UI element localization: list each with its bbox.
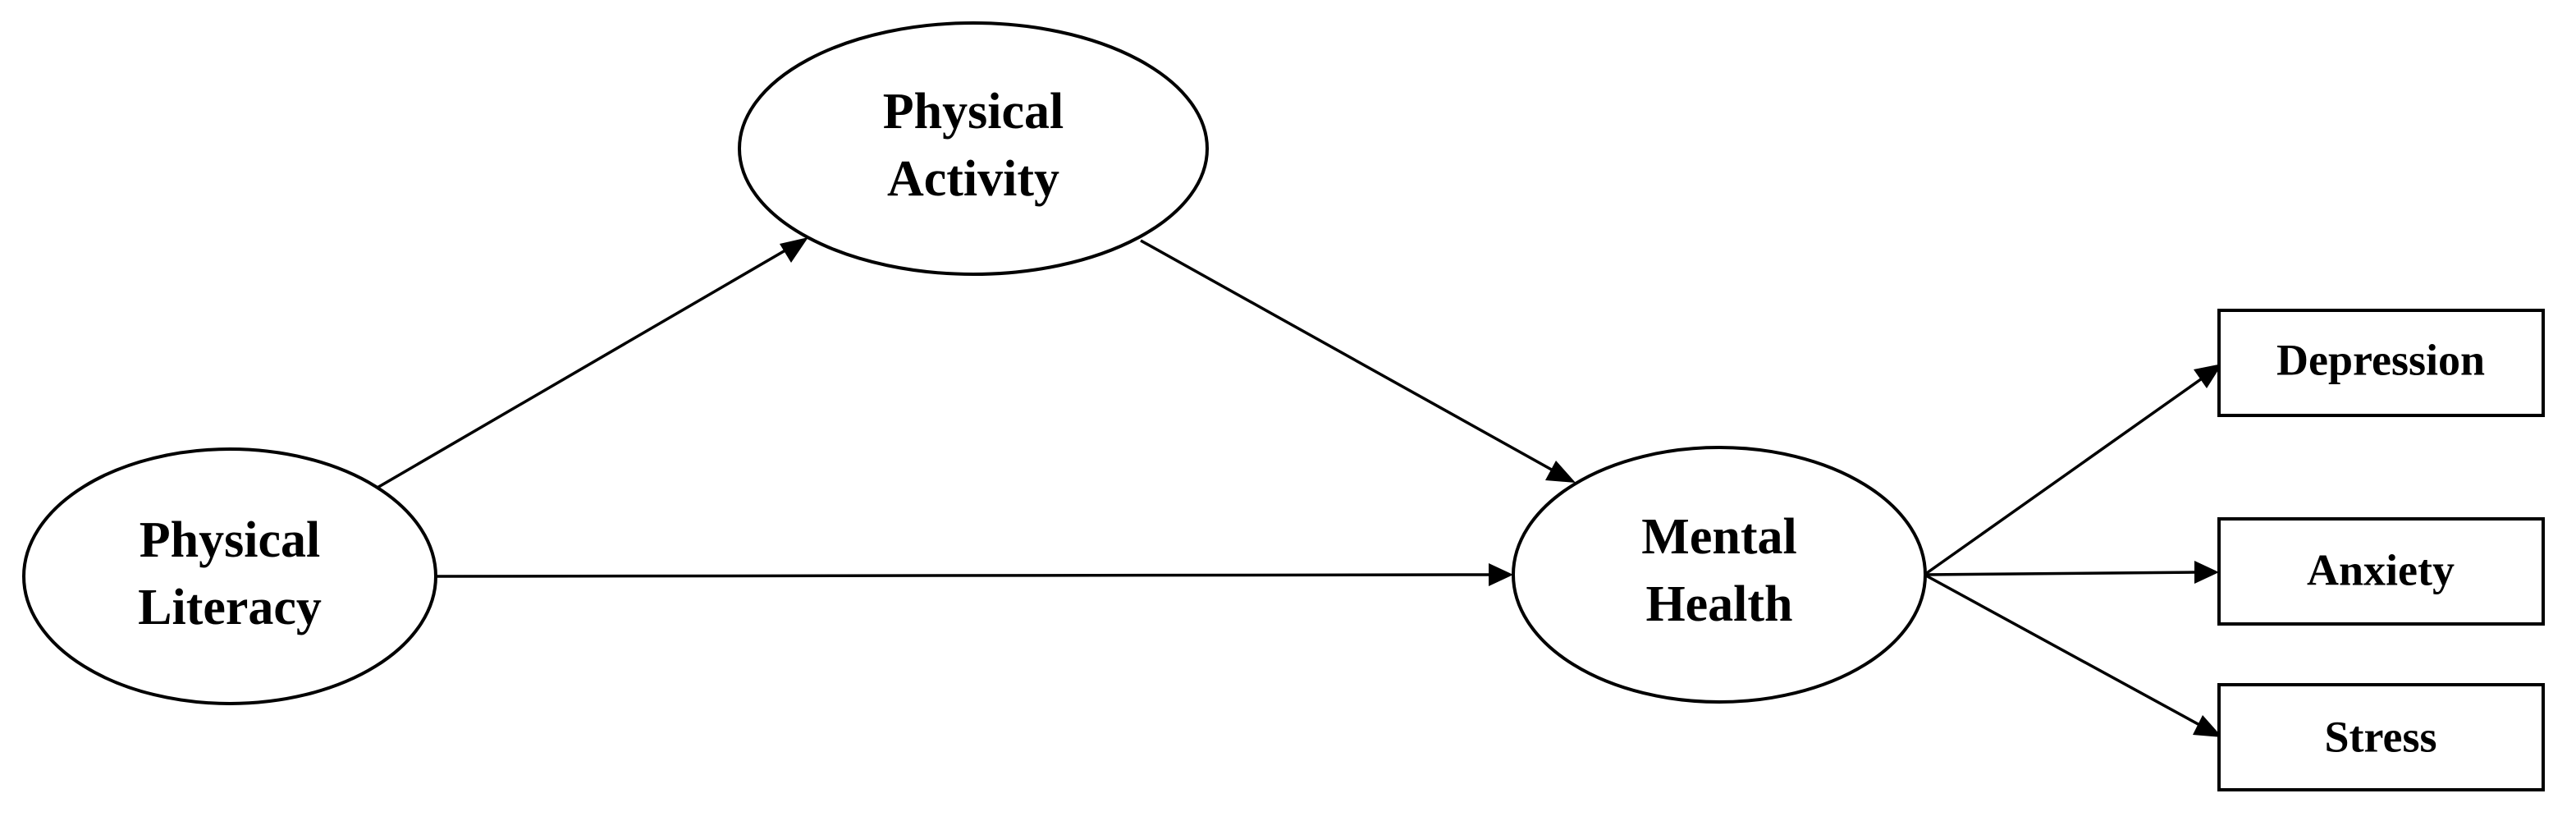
- edge-literacy-to-mental: [436, 573, 1493, 578]
- physical-literacy-label-line2: Literacy: [138, 580, 322, 635]
- anxiety-label: Anxiety: [2307, 545, 2455, 594]
- physical-activity-ellipse: [738, 21, 1209, 276]
- depression-label: Depression: [2276, 335, 2485, 384]
- arrowhead-literacy-to-activity: [780, 237, 808, 263]
- mental-health-label-line2: Health: [1645, 576, 1792, 632]
- physical-literacy-label-line1: Physical: [140, 512, 320, 568]
- arrowhead-literacy-to-mental: [1489, 563, 1513, 586]
- arrowhead-mental-to-depression: [2194, 364, 2222, 388]
- arrowhead-mental-to-stress: [2193, 715, 2222, 737]
- stress-box: [2217, 683, 2545, 791]
- node-physical-activity: Physical Activity: [738, 21, 1209, 276]
- edge-literacy-to-activity: [375, 246, 790, 490]
- node-stress: Stress: [2217, 683, 2545, 791]
- edge-mental-to-anxiety: [1924, 571, 2197, 576]
- stress-label: Stress: [2324, 712, 2436, 761]
- depression-box: [2217, 309, 2545, 417]
- arrowhead-mental-to-anxiety: [2194, 561, 2219, 584]
- node-mental-health: Mental Health: [1512, 446, 1927, 704]
- physical-literacy-ellipse: [22, 447, 437, 705]
- physical-activity-label-line1: Physical: [883, 84, 1064, 140]
- edge-mental-to-stress: [1924, 573, 2203, 728]
- edge-activity-to-mental: [1140, 239, 1557, 474]
- arrowhead-activity-to-mental: [1545, 461, 1576, 483]
- node-depression: Depression: [2217, 309, 2545, 417]
- edges-group: [375, 237, 2222, 737]
- node-anxiety: Anxiety: [2217, 517, 2545, 626]
- edge-mental-to-depression: [1923, 375, 2206, 576]
- physical-activity-label-line2: Activity: [887, 151, 1059, 207]
- node-physical-literacy: Physical Literacy: [22, 447, 437, 705]
- mental-health-ellipse: [1512, 446, 1927, 704]
- mental-health-label-line1: Mental: [1641, 509, 1796, 565]
- anxiety-box: [2217, 517, 2545, 626]
